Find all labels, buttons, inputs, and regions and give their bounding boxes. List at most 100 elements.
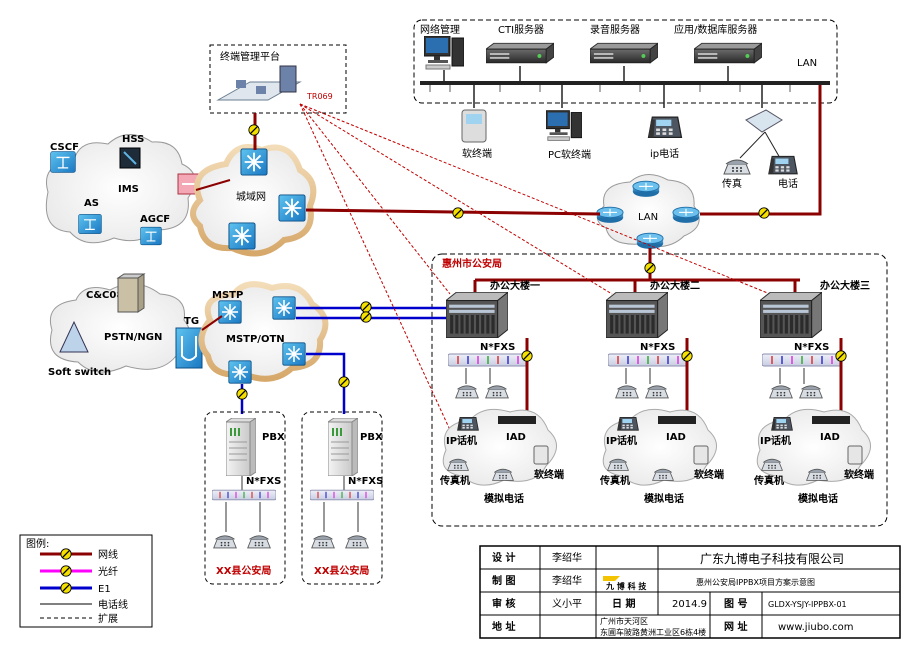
record-label: 录音服务器 bbox=[590, 23, 640, 36]
analog-phone-icon bbox=[345, 535, 369, 549]
rack-icon bbox=[446, 292, 508, 338]
terminal-mgmt-frame bbox=[209, 44, 347, 114]
legend-item: 电话线 bbox=[98, 598, 128, 611]
softswitch-label: Soft switch bbox=[48, 367, 111, 378]
analog-label: 模拟电话 bbox=[484, 492, 524, 505]
core-router-bottom-icon bbox=[636, 232, 664, 250]
fxs-bar-icon bbox=[762, 353, 842, 367]
ims-cloud: CSCF HSS IMS AS AGCF bbox=[45, 134, 201, 246]
fax-icon bbox=[723, 159, 751, 175]
pstn-label: PSTN/NGN bbox=[104, 332, 162, 343]
iad-icon bbox=[812, 416, 850, 424]
mstp-switch-tr-icon bbox=[272, 296, 296, 320]
fxs-bar-icon bbox=[448, 353, 528, 367]
county-left: PBX N*FXS XX县公安局 bbox=[204, 411, 286, 585]
legend-item: 扩展 bbox=[98, 612, 118, 625]
core-lan-label: LAN bbox=[638, 212, 658, 223]
fxs-label: N*FXS bbox=[480, 342, 515, 353]
mstp-label: MSTP bbox=[212, 290, 243, 301]
rack-icon bbox=[760, 292, 822, 338]
ip-phone-label: IP话机 bbox=[606, 434, 637, 447]
analog-phone-icon bbox=[247, 535, 271, 549]
date-value: 2014.9 bbox=[672, 599, 707, 610]
legend-item: 光纤 bbox=[98, 565, 118, 578]
company-name: 广东九博电子科技有限公司 bbox=[700, 551, 844, 566]
logo-text: 九 博 科 技 bbox=[605, 581, 647, 591]
address-label: 地 址 bbox=[492, 620, 515, 633]
ip-phone-icon bbox=[647, 116, 683, 139]
fax-label: 传真机 bbox=[599, 474, 630, 487]
fxs-bar-icon bbox=[608, 353, 688, 367]
fxs-label: N*FXS bbox=[348, 476, 383, 487]
tg-icon bbox=[175, 327, 203, 369]
building-name: 办公大楼二 bbox=[650, 279, 700, 292]
net-mgmt-pc-icon bbox=[424, 36, 464, 70]
server-room-frame bbox=[413, 19, 838, 104]
analog-label: 模拟电话 bbox=[798, 492, 838, 505]
core-router-top-icon bbox=[632, 180, 660, 198]
web-label: 网 址 bbox=[724, 620, 747, 633]
core-lan-cloud: LAN bbox=[596, 174, 700, 250]
tr069-label: TR069 bbox=[306, 92, 333, 101]
fax-label: 传真机 bbox=[439, 474, 470, 487]
bureau-frame bbox=[431, 253, 888, 527]
building-3: 办公大楼三 N*FXS IAD IP话机 传真机 模拟电话 软终端 bbox=[753, 279, 874, 505]
pbx-label: PBX bbox=[360, 432, 383, 443]
county-frame bbox=[301, 411, 383, 585]
core-router-left-icon bbox=[596, 206, 624, 224]
fxs-label: N*FXS bbox=[640, 342, 675, 353]
date-label: 日 期 bbox=[612, 597, 635, 610]
ata-icon bbox=[745, 109, 783, 133]
server-lan-bar bbox=[420, 81, 830, 85]
address-line2: 东圃车陂路黄洲工业区6栋4楼 bbox=[600, 627, 706, 637]
county-right: PBX N*FXS XX县公安局 bbox=[301, 411, 383, 585]
design-label: 设 计 bbox=[492, 551, 515, 564]
iad-icon bbox=[498, 416, 536, 424]
as-icon bbox=[78, 213, 102, 235]
draw-label: 制 图 bbox=[492, 574, 515, 587]
phone-icon bbox=[768, 155, 798, 175]
building-2: 办公大楼二 N*FXS IAD IP话机 传真机 模拟电话 软终端 bbox=[599, 279, 724, 505]
analog-phone-icon bbox=[615, 385, 639, 399]
soft-label: 软终端 bbox=[844, 468, 874, 481]
ip-phone-icon bbox=[771, 416, 793, 431]
cc08-label: C&C08 bbox=[86, 290, 123, 301]
project-name: 惠州公安局IPPBX项目方案示意图 bbox=[696, 577, 815, 587]
web-value: www.jiubo.com bbox=[778, 622, 854, 633]
soft-terminal-icon bbox=[847, 445, 863, 465]
building-1: 办公大楼一 N*FXS IAD IP话机 传真机 模拟电话 软终端 bbox=[439, 279, 564, 505]
net-mgmt-label: 网络管理 bbox=[420, 23, 460, 36]
mstp-switch-tl-icon bbox=[218, 300, 242, 324]
metro-switch-right-icon bbox=[278, 194, 306, 222]
metro-switch-top-icon bbox=[240, 148, 268, 176]
county-frame bbox=[204, 411, 286, 585]
iad-label: IAD bbox=[506, 432, 526, 443]
terminal-mgmt-title: 终端管理平台 bbox=[220, 50, 280, 63]
ip-phone-label: IP话机 bbox=[446, 434, 477, 447]
analog-phone-icon bbox=[769, 385, 793, 399]
agcf-icon bbox=[140, 226, 162, 246]
draw-name: 李绍华 bbox=[552, 574, 582, 587]
fxs-bar-icon bbox=[212, 489, 276, 501]
soft-label: 软终端 bbox=[694, 468, 724, 481]
soft-terminal-icon bbox=[533, 445, 549, 465]
county-name: XX县公安局 bbox=[216, 564, 271, 577]
iad-label: IAD bbox=[820, 432, 840, 443]
analog-phone-icon bbox=[213, 535, 237, 549]
pc-soft-label: PC软终端 bbox=[548, 148, 591, 161]
soft-terminal-label: 软终端 bbox=[462, 147, 492, 160]
app-db-server-icon bbox=[694, 42, 762, 64]
app-db-label: 应用/数据库服务器 bbox=[674, 23, 757, 36]
review-name: 义小平 bbox=[552, 598, 582, 610]
fxs-label: N*FXS bbox=[794, 342, 829, 353]
ip-phone-label: ip电话 bbox=[650, 147, 679, 160]
design-name: 李绍华 bbox=[552, 551, 582, 564]
drawing-label: 图 号 bbox=[724, 598, 747, 610]
drawing-no: GLDX-YSJY-IPPBX-01 bbox=[768, 600, 847, 609]
analog-phone-icon bbox=[455, 385, 479, 399]
record-server-icon bbox=[590, 42, 658, 64]
address-line1: 广州市天河区 bbox=[600, 616, 648, 626]
pbx-label: PBX bbox=[262, 432, 285, 443]
